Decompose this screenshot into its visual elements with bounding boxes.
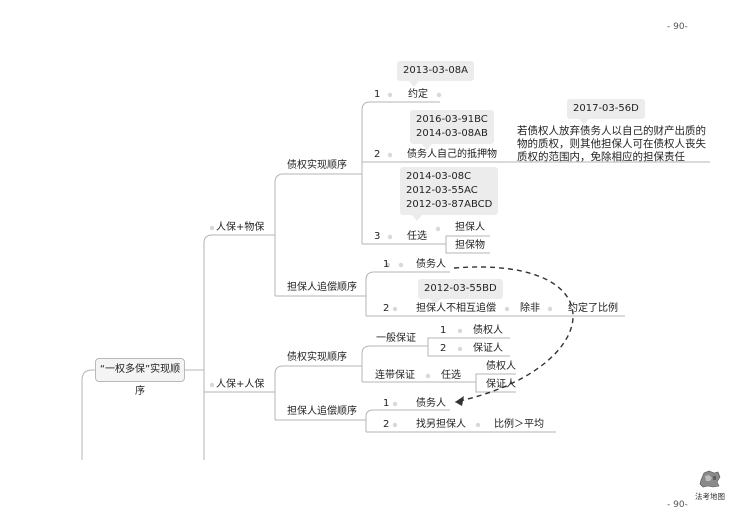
joint-guarantee-label[interactable]: 连带保证: [375, 370, 415, 381]
recourse-b-1-label[interactable]: 债务人: [416, 398, 446, 409]
ref-code: 2013-03-08A: [403, 65, 468, 76]
connector-general: [361, 345, 420, 382]
note-line: 质权的范围内，免除相应的担保责任: [517, 151, 685, 163]
note-line: 物的质权，则其他担保人可在债权人丧失: [517, 138, 706, 150]
connector-recourse-b-1: [365, 409, 450, 432]
ref-code: 2012-03-55AC: [406, 185, 478, 196]
relationship-arrow: [453, 266, 574, 403]
ref-callout: 2012-03-55BD: [418, 279, 503, 305]
general-2-num: 2: [440, 343, 447, 354]
branch-b-order-label[interactable]: 债权实现顺序: [287, 352, 347, 363]
brand-logo: 法考地图: [690, 468, 730, 502]
order-item-1-label[interactable]: 约定: [408, 89, 428, 100]
order-item-2-label[interactable]: 债务人自己的抵押物: [407, 149, 497, 160]
connector-choice-guarantor: [440, 235, 490, 245]
ref-code: 2014-03-08C: [406, 171, 472, 182]
note-line: 若债权人放弃债务人以自己的财产出质的: [517, 125, 706, 137]
recourse-a-2-except[interactable]: 除非: [520, 303, 540, 314]
recourse-b-2-num: 2: [383, 419, 390, 430]
choice-guarantor[interactable]: 担保人: [455, 222, 485, 233]
root-node[interactable]: “一权多保”实现顺序: [95, 358, 185, 397]
recourse-a-2-result[interactable]: 约定了比例: [568, 303, 618, 314]
recourse-a-1-label[interactable]: 债务人: [416, 259, 446, 270]
recourse-a-1-num: 1: [383, 259, 390, 270]
connector-recourse-a-1: [365, 271, 450, 316]
map-logo-icon: [699, 470, 721, 488]
recourse-b-1-num: 1: [383, 398, 390, 409]
connector-order-1: [361, 101, 440, 244]
order-item-3-num: 3: [374, 231, 381, 242]
ref-callout: 2014-03-08C 2012-03-55AC 2012-03-87ABCD: [400, 167, 499, 221]
page-number-top: - 90-: [667, 22, 688, 32]
joint-choice-guarantor[interactable]: 保证人: [486, 379, 516, 390]
logo-text: 法考地图: [695, 492, 725, 501]
connector-choice-collateral: [445, 244, 490, 254]
branch-a-recourse-label[interactable]: 担保人追偿顺序: [287, 282, 357, 293]
recourse-a-2-num: 2: [383, 303, 390, 314]
general-1-num: 1: [440, 325, 447, 336]
connector-a-order: [274, 173, 350, 296]
branch-a-order-label[interactable]: 债权实现顺序: [287, 160, 347, 171]
order-item-2-num: 2: [374, 149, 381, 160]
page-number-bottom: - 90-: [667, 500, 688, 510]
general-guarantee-label[interactable]: 一般保证: [376, 333, 416, 344]
joint-choice-creditor[interactable]: 债权人: [486, 361, 516, 372]
ref-callout: 2016-03-91BC 2014-03-08AB: [410, 110, 494, 150]
order-item-3-label[interactable]: 任选: [407, 231, 427, 242]
ref-code: 2012-03-87ABCD: [406, 199, 493, 210]
recourse-b-2-label[interactable]: 找另担保人: [416, 419, 466, 430]
general-2-label[interactable]: 保证人: [473, 343, 503, 354]
branch-b-recourse-label[interactable]: 担保人追偿顺序: [287, 406, 357, 417]
spine-branch-a: [203, 234, 262, 460]
ref-code: 2014-03-08AB: [416, 128, 488, 139]
ref-code: 2016-03-91BC: [416, 114, 488, 125]
connector-b-order: [274, 365, 350, 420]
ref-callout: 2013-03-08A: [397, 61, 474, 87]
general-1-label[interactable]: 债权人: [473, 325, 503, 336]
ref-code: 2017-03-56D: [573, 103, 639, 114]
recourse-a-2-label[interactable]: 担保人不相互追偿: [416, 303, 496, 314]
note-text: 若债权人放弃债务人以自己的财产出质的 物的质权，则其他担保人可在债权人丧失 质权…: [517, 125, 706, 164]
order-item-1-num: 1: [374, 89, 381, 100]
relationship-arrowhead: [455, 396, 464, 406]
choice-collateral[interactable]: 担保物: [455, 240, 485, 251]
branch-a-label[interactable]: 人保+物保: [216, 222, 265, 233]
ref-code: 2012-03-55BD: [424, 283, 497, 294]
recourse-b-2-result[interactable]: 比例＞平均: [494, 419, 544, 430]
branch-b-label[interactable]: 人保+人保: [216, 379, 265, 390]
note-ref-callout: 2017-03-56D: [567, 99, 645, 125]
joint-choice-label[interactable]: 任选: [441, 370, 461, 381]
root-connector: [81, 369, 95, 460]
